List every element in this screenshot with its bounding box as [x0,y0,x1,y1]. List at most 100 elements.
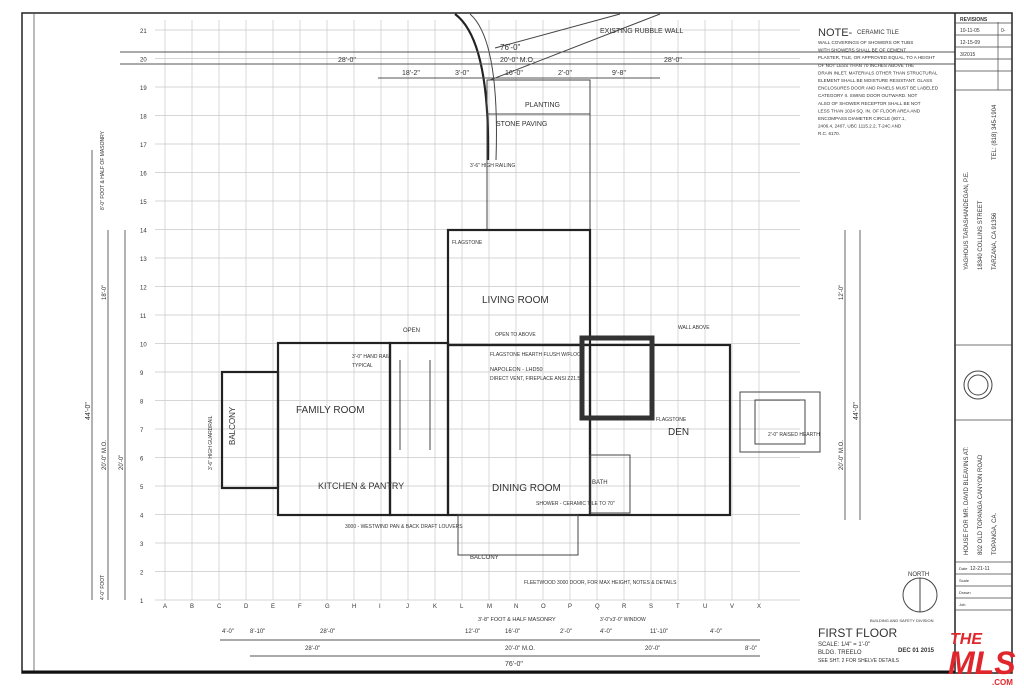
mls-logo-mark: THE MLS .COM [948,631,1016,687]
sheet-title: FIRST FLOOR [818,626,897,640]
dim-bottom-seg: 4'-0" [600,629,612,635]
hand-rail-label: 3'-0" HAND RAIL [352,354,390,360]
dim-bottom-seg: 28'-0" [320,629,335,635]
ceramic-tile-note: NOTE- CERAMIC TILE WALL COVERINGS OF SHO… [818,27,939,136]
dim-bottom-seg: 4'-0" [710,629,722,635]
sliding-door-label: FLEETWOOD 3000 DOOR, FOR MAX HEIGHT, NOT… [524,580,677,586]
grid-row-label: 6 [140,457,144,463]
note-line: WALL COVERINGS OF SHOWERS OR TUBS [818,40,913,45]
note-subheading: CERAMIC TILE [857,30,899,36]
rubble-wall-label: EXISTING RUBBLE WALL [600,28,683,35]
grid-row-label: 3 [140,542,144,548]
dim-bottom-seg: 12'-0" [465,629,480,635]
stone-paving-label: STONE PAVING [496,121,547,128]
guardrail-label: 3'-6" HIGH GUARDRAIL [208,415,214,470]
note-line: ELEMENT SHALL BE MOISTURE RESISTANT. GLA… [818,78,932,83]
project-title: HOUSE FOR MR. DAVID BLEAVINS AT: [964,447,970,555]
field-value-date: 12-21-11 [970,566,990,572]
grid-col-label: T [676,604,680,610]
planting-label: PLANTING [525,102,560,109]
dim-bottom-mid: 20'-0" M.O. [505,646,535,652]
rubble-wall-line [489,13,661,81]
field-label: Drawn [959,590,971,595]
room-label-living: LIVING ROOM [482,295,549,306]
grid-col-label: J [406,604,409,610]
grid-col-label: A [163,604,167,610]
grid-row-label: 21 [140,29,147,35]
room-label-balcony-bottom: BALCONY [470,555,499,561]
title-block: REVISIONS 10-11-05 0- 12-15-09 3/2015 YA… [954,13,1012,673]
shower-label: SHOWER - CERAMIC TILE TO 70" [536,501,615,507]
grid-col-label: K [433,604,437,610]
rubble-wall-line [494,13,621,49]
grid-row-label: 11 [140,314,147,320]
room-label-bath: BATH [592,480,608,486]
revision-mark: 0- [1001,28,1006,34]
dim-left-seg: 20'-0" [119,455,125,470]
room-label-kitchen: KITCHEN & PANTRY [318,481,404,491]
note-line: 2406.4, 2407, UBC 1115.2.2, T-24C AND [818,124,902,129]
grid-row-label: 10 [140,343,147,349]
note-heading: NOTE- [818,27,853,39]
dim-top-seg: 18'-2" [402,70,420,77]
wall-above-label: WALL ABOVE [678,325,710,331]
den-fireplace [754,399,806,445]
masonry-label: 3'-8" FOOT & HALF MASONRY [478,617,556,623]
logo-the: THE [950,631,983,648]
dim-top-overall: 76'-0" [500,43,521,52]
grid-col-label: P [568,604,572,610]
dim-bottom-seg: 2'-0" [560,629,572,635]
left-masonry-label: 8'-0" FOOT & HALF OF MASONRY [100,130,106,210]
revision-date: 10-11-05 [960,28,980,34]
dim-top-mid: 20'-0" M.O. [500,57,535,64]
dim-top-left: 28'-0" [338,57,356,64]
note-line: LESS THAN 1024 SQ. IN. OF FLOOR AREA AND [818,108,921,113]
open-to-above-label: OPEN TO ABOVE [495,332,536,338]
open-label: OPEN [403,328,420,334]
grid-row-label: 1 [140,599,144,605]
dim-bottom-mid: 20'-0" [645,646,660,652]
dim-bottom-seg: 4'-0" [222,629,234,635]
grid-row-label: 14 [140,229,147,235]
grid-col-label: L [460,604,464,610]
stamp-date: DEC 01 2015 [898,648,935,654]
grid-col-label: B [190,604,194,610]
revision-date: 3/2015 [960,52,976,58]
hearth-label: FLAGSTONE HEARTH FLUSH W/FLOOR [490,352,585,358]
note-line: ENCOMPASS DIAMETER CIRCLE (807.1, [818,116,906,121]
dim-bottom-seg: 11'-10" [650,629,668,635]
dim-right-seg: 12'-0" [839,285,845,300]
room-label-family: FAMILY ROOM [296,405,365,416]
flagstone-label: FLAGSTONE [452,240,483,246]
raised-hearth-label: 2'-0" RAISED HEARTH [768,432,820,438]
grid-col-label: U [703,604,707,610]
grid-col-label: G [325,604,330,610]
sheet-scale: SCALE: 1/4" = 1'-0" [818,642,870,648]
stamp-text: BUILDING AND SAFETY DIVISION [870,618,934,623]
grid-col-label: Q [595,604,600,610]
grid-col-label: M [487,604,492,610]
grid-col-label: D [244,604,249,610]
north-label: NORTH [908,572,929,578]
fireplace-label: NAPOLEON - LHD50 [490,367,543,373]
grid-row-label: 20 [140,58,147,64]
dim-left-seg: 18'-0" [102,285,108,300]
mls-logo: THE MLS .COM [948,628,1018,688]
den-flagstone-label: FLAGSTONE [656,417,687,423]
grid-row-label: 16 [140,172,147,178]
sheet-plan-note: BLDG. TREELO [818,650,862,656]
room-label-den: DEN [668,427,689,438]
dim-right-seg: 20'-0" M.O. [839,440,845,470]
balcony-bottom [457,514,579,556]
revision-date: 12-15-09 [960,40,980,46]
designer-name: YAGHOUS TARASHANDEGAN, P.E. [964,171,970,270]
grid-row-label: 7 [140,428,144,434]
logo-com: .COM [992,678,1013,687]
field-label: Scale [959,578,970,583]
dim-bottom-mid: 8'-0" [745,646,757,652]
living-room-walls [446,228,592,347]
designer-street: 18340 COLLINS STREET [978,200,984,270]
grid-row-label: 13 [140,257,147,263]
typical-label: TYPICAL [352,363,373,369]
note-line: WITH SHOWERS SHALL BE OF CEMENT [818,48,906,53]
